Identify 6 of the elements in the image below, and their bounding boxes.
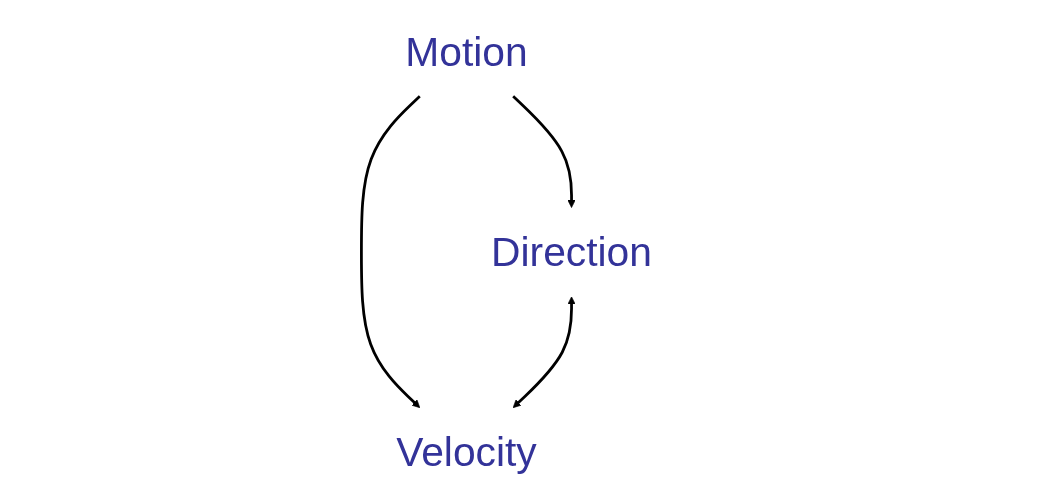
node-text: Velocity xyxy=(396,428,538,475)
node-text: Direction xyxy=(491,228,653,275)
arrow xyxy=(513,296,576,408)
arrow xyxy=(360,95,422,408)
arrow xyxy=(512,95,576,208)
node-text: Motion xyxy=(405,28,529,75)
